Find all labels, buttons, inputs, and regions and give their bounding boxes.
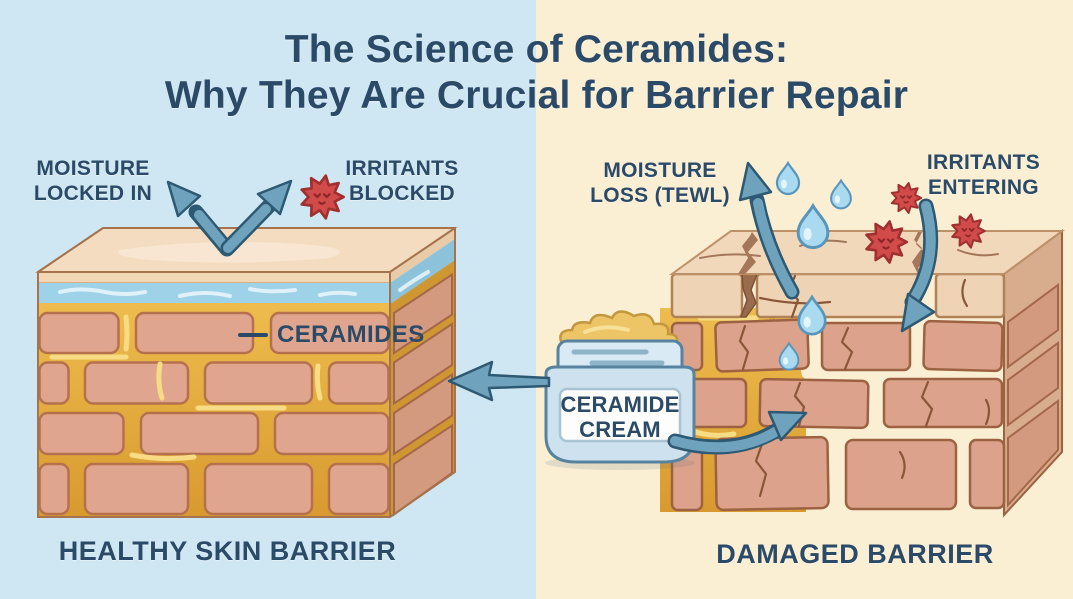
damaged-caption: DAMAGED BARRIER — [716, 539, 994, 569]
moisture-locked-arrows — [166, 179, 293, 257]
irritants-entering-label: IRRITANTS ENTERING — [926, 151, 1041, 199]
title-line-2: Why They Are Crucial for Barrier Repair — [164, 74, 909, 117]
irritants-entry-arrow-icon — [900, 198, 939, 333]
ceramides-callout: CERAMIDES — [238, 321, 425, 349]
title-line-1: The Science of Ceramides: — [284, 28, 789, 71]
cream-to-healthy-arrow-icon — [447, 360, 551, 402]
healthy-caption: HEALTHY SKIN BARRIER — [58, 536, 397, 566]
arrow-up-right-icon — [220, 179, 293, 256]
ceramide-cream-jar — [544, 310, 696, 470]
water-droplet-icon — [796, 204, 830, 250]
irritant-blocked-icon — [300, 174, 345, 220]
ceramides-label: CERAMIDES — [277, 321, 425, 348]
water-droplet-icon — [775, 161, 801, 196]
cream-to-damaged-arrow-icon — [667, 410, 808, 455]
page-title: The Science of Ceramides: Why They Are C… — [0, 27, 1073, 119]
damaged-wall-illustration — [660, 229, 1066, 518]
ceramides-pointer-line — [238, 333, 268, 337]
healthy-wall-illustration — [34, 227, 459, 518]
moisture-locked-label: MOISTURE LOCKED IN — [33, 157, 153, 205]
moisture-loss-arrow-icon — [738, 161, 800, 300]
cream-jar-label-text: CERAMIDE CREAM — [560, 392, 680, 442]
water-droplet-icon — [830, 179, 852, 210]
irritants-blocked-label: IRRITANTS BLOCKED — [345, 157, 459, 205]
moisture-loss-label: MOISTURE LOSS (TEWL) — [590, 159, 730, 207]
jar-label — [558, 387, 682, 443]
